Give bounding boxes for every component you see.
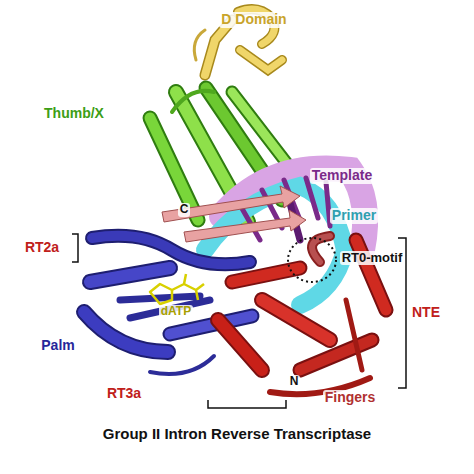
motif-label: RT0-motif — [340, 251, 405, 265]
terminus-label: C — [178, 203, 191, 216]
strand-label: Primer — [330, 208, 378, 223]
domain-label: D Domain — [219, 12, 288, 27]
domain-label: Palm — [39, 338, 76, 353]
palm-helices — [84, 236, 252, 374]
motif-label: RT3a — [105, 386, 143, 401]
domain-label: NTE — [410, 305, 442, 320]
rt0-highlight — [288, 238, 336, 282]
motif-label: RT2a — [23, 240, 61, 255]
brackets — [72, 234, 406, 408]
domain-label: Thumb/X — [42, 106, 106, 121]
figure-caption: Group II Intron Reverse Transcriptase — [5, 425, 469, 443]
ligand-label: dATP — [159, 305, 193, 318]
strand-label: Template — [310, 168, 374, 183]
domain-label: Fingers — [323, 390, 378, 405]
beta-strands — [162, 186, 306, 242]
datp-molecule — [150, 274, 204, 304]
terminus-label: N — [288, 375, 301, 388]
